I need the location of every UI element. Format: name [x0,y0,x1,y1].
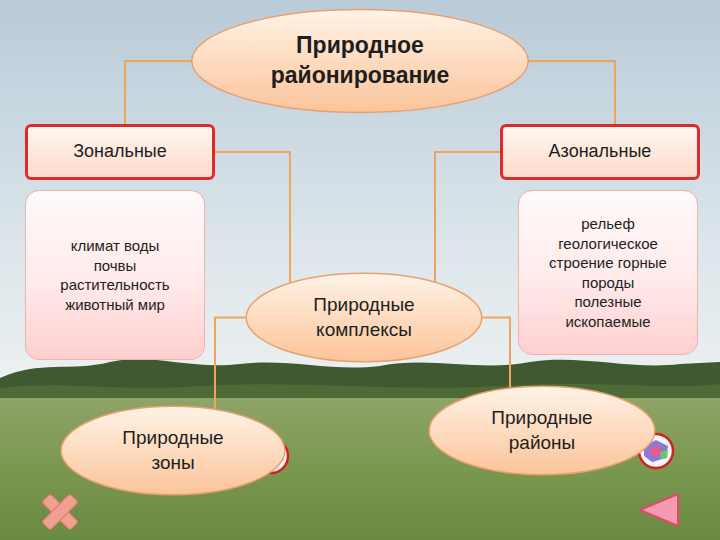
result-ellipse: Природные районы [428,385,656,476]
factor-list-box: рельеф геологическое строение горные пор… [518,190,698,355]
ellipse-label: Природное районирование [260,31,460,91]
factor-list-box: климат воды почвы растительность животны… [25,190,205,360]
ellipse-label: Природные районы [472,406,612,455]
ellipse-outline [245,272,483,363]
category-label: Зональные [73,140,167,163]
connector-line [215,318,246,410]
category-box: Азональные [500,124,700,180]
ellipse-label: Природные комплексы [289,293,439,342]
back-arrow-icon [640,494,678,526]
title-ellipse: Природное районирование [190,8,530,114]
connector-line [125,61,192,124]
ellipse-outline [60,405,286,496]
connector-line [528,61,615,124]
connector-line [215,152,290,283]
close-icon [32,484,89,540]
ellipse-outline [190,8,530,114]
connector-line [482,318,510,389]
category-box: Зональные [25,124,215,180]
result-ellipse: Природные зоны [60,405,286,496]
complex-ellipse: Природные комплексы [245,272,483,363]
connector-line [435,152,500,282]
factor-list: климат воды почвы растительность животны… [56,236,174,314]
factor-list: рельеф геологическое строение горные пор… [547,214,669,331]
ellipse-outline [428,385,656,476]
category-label: Азональные [549,140,652,163]
ellipse-label: Природные зоны [103,426,243,475]
